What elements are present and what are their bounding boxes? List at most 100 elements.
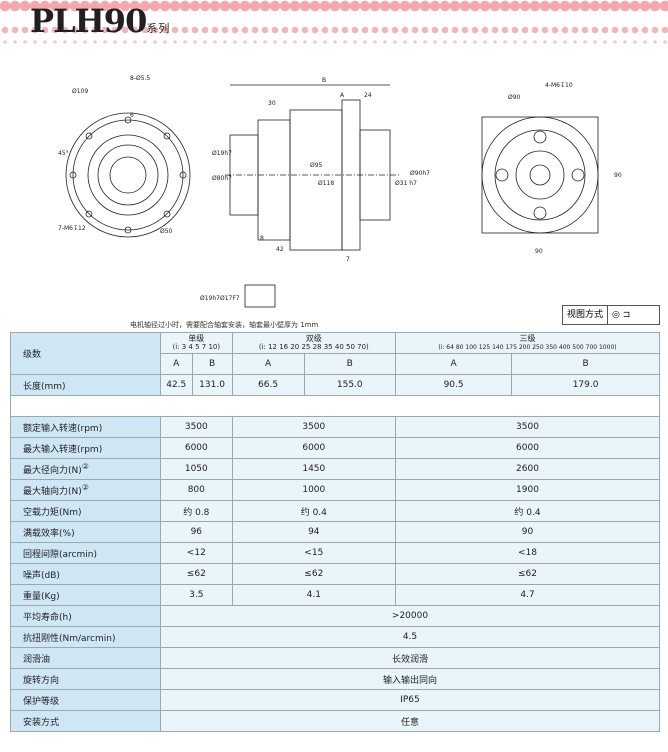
- cell: B: [303, 353, 397, 375]
- cell: 1900: [395, 479, 660, 501]
- stage-3: 三级(i: 64 80 100 125 140 175 200 250 350 …: [395, 332, 660, 354]
- cell: 3.5: [160, 584, 233, 606]
- dim-label: Ø118: [318, 180, 334, 187]
- dim-label: Ø31 h7: [395, 180, 417, 187]
- table-row: 安装方式任意: [10, 710, 660, 732]
- cell: A: [160, 353, 193, 375]
- row-label: 长度(mm): [10, 374, 161, 396]
- cell: 179.0: [511, 374, 660, 396]
- cell: 4.7: [395, 584, 660, 606]
- cell: 94: [231, 521, 397, 543]
- dim-label: B: [322, 77, 326, 84]
- dim-label: 30: [268, 100, 276, 107]
- front-view: [65, 112, 191, 238]
- cell: 输入输出同向: [160, 668, 660, 690]
- cell: 3500: [160, 416, 233, 438]
- dim-label: Ø109: [72, 88, 88, 95]
- cell: ≤62: [231, 563, 397, 585]
- row-label: 满载效率(%): [10, 521, 161, 543]
- cell: ≤62: [160, 563, 233, 585]
- dim-label: Ø19h7: [212, 150, 232, 157]
- dim-label: A: [340, 92, 345, 99]
- row-label: 最大输入转速(rpm): [10, 437, 161, 459]
- shaft-note: 电机轴径过小时，需要配合轴套安装，轴套最小壁厚为 1mm: [130, 321, 319, 329]
- cell: A: [394, 353, 513, 375]
- cell: 任意: [160, 710, 660, 732]
- dim-label: Ø90: [508, 94, 521, 101]
- cell: 6000: [395, 437, 660, 459]
- dim-label: Ø95: [310, 162, 323, 169]
- cell: 155.0: [303, 374, 397, 396]
- dim-label: 8-Ø5.5: [130, 75, 150, 82]
- cell: 长效润滑: [160, 647, 660, 669]
- cell: 6000: [160, 437, 233, 459]
- dim-label: 45°: [58, 150, 69, 157]
- cell: 1050: [160, 458, 233, 480]
- cell: 3500: [395, 416, 660, 438]
- dim-label: 90: [614, 172, 622, 179]
- cell: 约 0.4: [395, 500, 660, 522]
- dim-label: 90: [535, 248, 543, 255]
- row-label: 最大径向力(N)②: [10, 458, 161, 480]
- row-label: 平均寿命(h): [10, 605, 161, 627]
- cell: 96: [160, 521, 233, 543]
- cell: 90: [395, 521, 660, 543]
- cell: 131.0: [191, 374, 233, 396]
- dim-label: 24: [364, 92, 372, 99]
- spacer-row: [10, 395, 660, 417]
- cell: 90.5: [394, 374, 513, 396]
- dim-label: Ø90h7: [410, 170, 430, 177]
- header-banner: [0, 0, 668, 50]
- row-label: 安装方式: [10, 710, 161, 732]
- table-row: 旋转方向输入输出同向: [10, 668, 660, 690]
- cell: B: [191, 353, 233, 375]
- table-row: 回程间隙(arcmin)<12<15<18: [10, 542, 660, 564]
- cell: IP65: [160, 689, 660, 711]
- cell: ≤62: [395, 563, 660, 585]
- dim-label: 6: [130, 112, 134, 119]
- dim-label: 7: [346, 256, 350, 263]
- table-row: 润滑油长效润滑: [10, 647, 660, 669]
- row-label: 润滑油: [10, 647, 161, 669]
- projection-symbol-icon: ◎ ⊐: [612, 310, 631, 320]
- row-label: 回程间隙(arcmin): [10, 542, 161, 564]
- row-label: 抗扭刚性(Nm/arcmin): [10, 626, 161, 648]
- view-mode-box: 视图方式◎ ⊐: [562, 305, 660, 325]
- dim-label: Ø50: [160, 228, 173, 235]
- cell: >20000: [160, 605, 660, 627]
- dim-label: Ø19h7: [200, 295, 220, 302]
- stage-2: 双级(i: 12 16 20 25 28 35 40 50 70): [231, 332, 397, 354]
- cell: 66.5: [231, 374, 305, 396]
- cell: 1000: [231, 479, 397, 501]
- dim-label: 42: [276, 246, 284, 253]
- cell: 3500: [231, 416, 397, 438]
- technical-drawing: Ø109 8-Ø5.5 6 45° 7-M6↧12 Ø50 B 30 A 24 …: [58, 75, 622, 308]
- dim-label: Ø17F7: [220, 295, 240, 302]
- cell: 800: [160, 479, 233, 501]
- cell: 1450: [231, 458, 397, 480]
- cell: 42.5: [160, 374, 193, 396]
- page-title: PLH90系列: [30, 2, 171, 40]
- cell: 约 0.8: [160, 500, 233, 522]
- cell: <18: [395, 542, 660, 564]
- cell: 2600: [395, 458, 660, 480]
- row-label: 空载力矩(Nm): [10, 500, 161, 522]
- dim-label: 4-M6↧10: [545, 82, 573, 89]
- cell: B: [511, 353, 660, 375]
- cell: 约 0.4: [231, 500, 397, 522]
- cell: 4.1: [231, 584, 397, 606]
- row-label: 旋转方向: [10, 668, 161, 690]
- table-row: 平均寿命(h)>20000: [10, 605, 660, 627]
- table-row: 噪声(dB)≤62≤62≤62: [10, 563, 660, 585]
- row-label: 最大轴向力(N)②: [10, 479, 161, 501]
- view-mode-label: 视图方式: [563, 306, 609, 324]
- cell: A: [231, 353, 305, 375]
- cell: 6000: [231, 437, 397, 459]
